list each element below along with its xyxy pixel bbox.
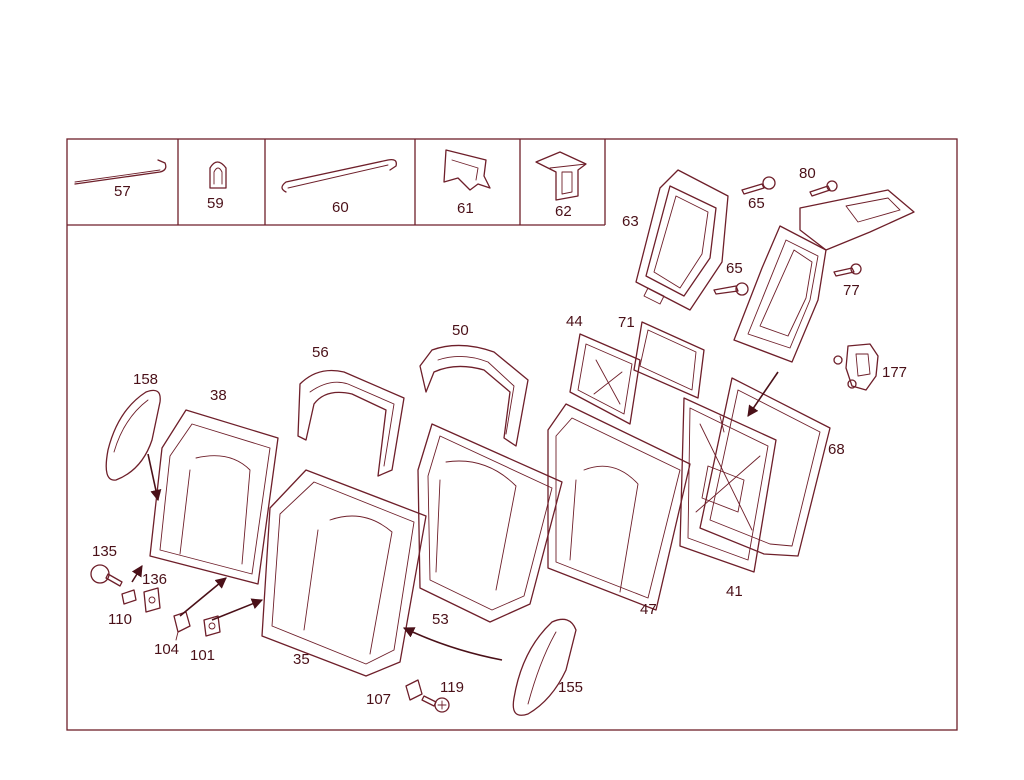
clip-61-drawing xyxy=(443,149,491,191)
label-61: 61 xyxy=(457,200,474,217)
label-50: 50 xyxy=(452,322,469,339)
label-57: 57 xyxy=(114,183,131,200)
bracket-177 xyxy=(833,343,879,391)
frame-68 xyxy=(699,377,831,557)
screw-65-lower xyxy=(713,282,749,296)
label-65-upper: 65 xyxy=(748,195,765,212)
bolt-135 xyxy=(90,564,123,587)
label-60: 60 xyxy=(332,199,349,216)
clip-62-drawing xyxy=(535,151,587,201)
screw-65-upper xyxy=(741,176,776,195)
label-53: 53 xyxy=(432,611,449,628)
clip-107 xyxy=(405,679,423,701)
clip-136 xyxy=(143,587,161,613)
label-44: 44 xyxy=(566,313,583,330)
label-158: 158 xyxy=(133,371,158,388)
label-177: 177 xyxy=(882,364,907,381)
side-cover-155 xyxy=(512,618,577,716)
cover-flap xyxy=(799,189,915,251)
rod-57-drawing xyxy=(74,159,167,185)
label-71: 71 xyxy=(618,314,635,331)
label-65-lower: 65 xyxy=(726,260,743,277)
clip-59-drawing xyxy=(209,161,227,189)
rod-60-drawing xyxy=(281,158,397,193)
frame-44 xyxy=(569,333,641,425)
back-panel-80 xyxy=(733,225,827,363)
label-59: 59 xyxy=(207,195,224,212)
label-62: 62 xyxy=(555,203,572,220)
label-80: 80 xyxy=(799,165,816,182)
headrest-56 xyxy=(297,369,405,477)
bracket-101 xyxy=(203,615,221,637)
frame-41 xyxy=(679,397,777,573)
screw-80 xyxy=(809,180,838,197)
inset-row xyxy=(67,139,606,226)
seat-back-47 xyxy=(547,403,691,611)
assembly-arrows xyxy=(131,371,779,661)
label-107: 107 xyxy=(366,691,391,708)
diagram-frame xyxy=(66,138,958,731)
nut-110 xyxy=(121,589,137,605)
bracket-104 xyxy=(173,611,191,641)
label-35: 35 xyxy=(293,651,310,668)
headrest-50 xyxy=(419,344,529,447)
screw-119 xyxy=(421,695,450,713)
frame-71 xyxy=(633,321,705,399)
label-110: 110 xyxy=(108,611,132,628)
screw-77 xyxy=(833,263,862,277)
seat-back-35 xyxy=(261,469,427,677)
label-63: 63 xyxy=(622,213,639,230)
label-77: 77 xyxy=(843,282,860,299)
label-119: 119 xyxy=(440,679,464,696)
label-104: 104 xyxy=(154,641,179,658)
label-47: 47 xyxy=(640,601,657,618)
label-135: 135 xyxy=(92,543,117,560)
cushion-53 xyxy=(417,423,563,623)
label-155: 155 xyxy=(558,679,583,696)
seat-cover-38 xyxy=(149,409,279,585)
label-68: 68 xyxy=(828,441,845,458)
label-41: 41 xyxy=(726,583,743,600)
back-panel-63 xyxy=(635,169,729,311)
label-38: 38 xyxy=(210,387,227,404)
side-cover-158 xyxy=(105,389,161,481)
label-136: 136 xyxy=(142,571,167,588)
label-56: 56 xyxy=(312,344,329,361)
label-101: 101 xyxy=(190,647,215,664)
